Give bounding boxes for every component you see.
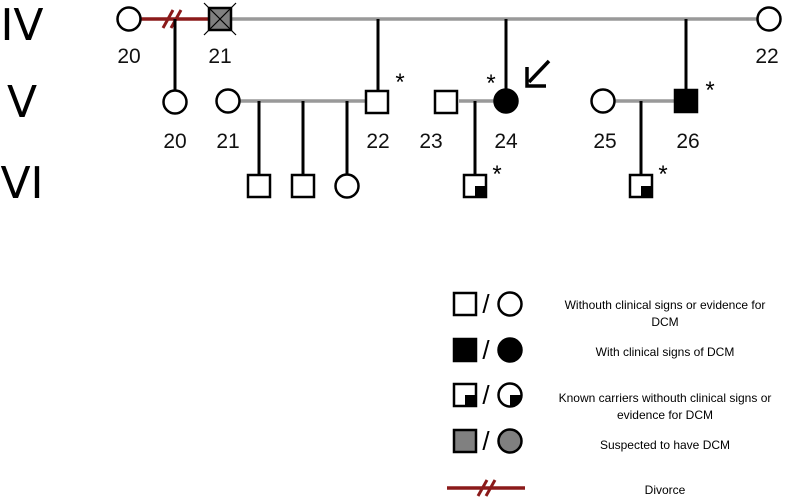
legend-circle-suspected — [497, 428, 523, 454]
individual-number: 25 — [593, 130, 616, 153]
square-symbol — [433, 89, 459, 115]
individual-number: 22 — [755, 45, 778, 68]
individual-v26 — [673, 88, 699, 114]
individual-iv20 — [116, 6, 142, 32]
individual-v24 — [493, 88, 519, 114]
individual-number: 23 — [419, 130, 442, 153]
individual-number: 20 — [117, 45, 140, 68]
legend-label: With clinical signs of DCM — [596, 345, 735, 359]
carrier-quadrant — [510, 395, 522, 407]
legend-label: DCM — [651, 315, 678, 329]
circle-symbol — [116, 6, 142, 32]
individual-iv21 — [203, 2, 237, 36]
legend-circle-unaffected — [497, 291, 523, 317]
genotyped-asterisk: * — [486, 70, 495, 97]
legend-circle-affected — [497, 337, 523, 363]
genotyped-asterisk: * — [658, 161, 667, 188]
individual-number: 21 — [216, 130, 239, 153]
individual-vi5 — [628, 173, 654, 199]
square-symbol — [452, 337, 478, 363]
genotyped-asterisk: * — [705, 77, 714, 104]
individual-iv22 — [756, 6, 782, 32]
individual-v25 — [590, 88, 616, 114]
divorce-mark — [161, 9, 175, 29]
legend-separator: / — [482, 335, 490, 365]
individual-number: 26 — [676, 130, 699, 153]
circle-symbol — [497, 291, 523, 317]
legend-separator: / — [482, 380, 490, 410]
circle-symbol — [334, 173, 360, 199]
genotyped-asterisk: * — [395, 69, 404, 96]
legend-separator: / — [482, 426, 490, 456]
circle-symbol — [497, 428, 523, 454]
circle-symbol — [493, 88, 519, 114]
legend-label: Known carriers withouth clinical signs o… — [559, 391, 772, 405]
legend-label: Withouth clinical signs or evidence for — [565, 298, 766, 312]
circle-symbol — [162, 89, 188, 115]
carrier-quadrant — [641, 186, 652, 197]
individual-v21 — [215, 88, 241, 114]
square-symbol — [452, 291, 478, 317]
generation-label-v: V — [7, 77, 37, 128]
square-symbol — [673, 88, 699, 114]
legend-square-carrier — [452, 382, 478, 408]
genotyped-asterisk: * — [492, 161, 501, 188]
circle-symbol — [756, 6, 782, 32]
legend-circle-carrier — [497, 382, 523, 408]
legend-label: Suspected to have DCM — [600, 438, 730, 452]
individual-number: 24 — [494, 130, 518, 153]
individual-v22 — [364, 89, 390, 115]
individual-vi3 — [334, 173, 360, 199]
legend-square-suspected — [452, 428, 478, 454]
carrier-quadrant — [475, 186, 486, 197]
circle-symbol — [590, 88, 616, 114]
circle-symbol — [215, 88, 241, 114]
individual-number: 21 — [208, 45, 231, 68]
divorce-mark — [476, 479, 489, 497]
square-symbol — [364, 89, 390, 115]
generation-label-vi: VI — [0, 158, 43, 209]
square-symbol — [290, 173, 316, 199]
legend-square-unaffected — [452, 291, 478, 317]
legend-divorce-symbol — [447, 479, 525, 497]
proband-arrow — [525, 59, 551, 88]
legend-separator: / — [482, 289, 490, 319]
individual-v20 — [162, 89, 188, 115]
divorce-mark — [484, 479, 497, 497]
square-symbol — [246, 173, 272, 199]
individual-number: 22 — [366, 130, 389, 153]
individual-number: 20 — [163, 130, 186, 153]
arrow-head — [525, 67, 546, 88]
individual-v23 — [433, 89, 459, 115]
individual-vi4 — [462, 173, 488, 199]
legend-square-affected — [452, 337, 478, 363]
deceased-slash — [203, 2, 237, 36]
legend-label: evidence for DCM — [617, 408, 713, 422]
square-symbol — [452, 428, 478, 454]
individual-vi2 — [290, 173, 316, 199]
carrier-quadrant — [465, 395, 476, 406]
arrow-shaft — [527, 59, 551, 84]
individual-vi1 — [246, 173, 272, 199]
circle-symbol — [497, 337, 523, 363]
generation-label-iv: IV — [0, 0, 43, 51]
legend-label: Divorce — [645, 483, 686, 497]
